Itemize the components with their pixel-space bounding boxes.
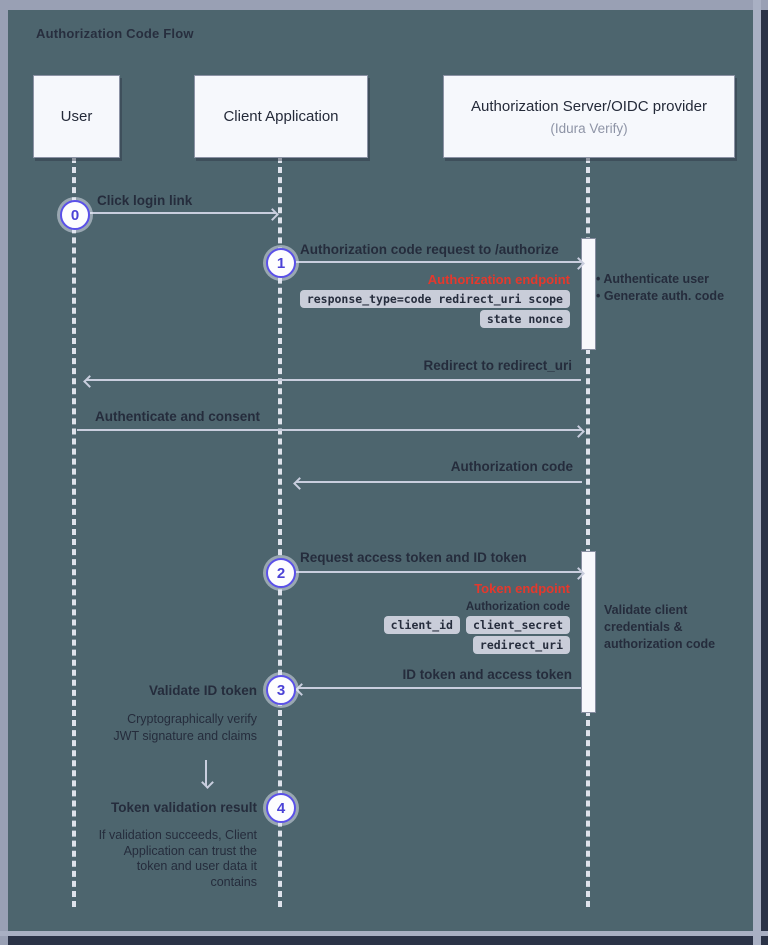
message-redirect: Redirect to redirect_uri xyxy=(423,358,572,373)
server-actions-note: • Authenticate user • Generate auth. cod… xyxy=(596,271,724,305)
actor-box-user: User xyxy=(33,75,120,158)
window-frame-right xyxy=(753,0,761,945)
label-token-endpoint: Token endpoint xyxy=(474,581,570,596)
trust-note: If validation succeeds, Client Applicati… xyxy=(98,828,257,889)
lifeline-server xyxy=(586,157,590,907)
lifeline-client xyxy=(278,157,282,907)
server-action-generate-code: • Generate auth. code xyxy=(596,289,725,303)
diagram-title: Authorization Code Flow xyxy=(36,26,194,41)
actor-label-server: Authorization Server/OIDC provider xyxy=(471,97,707,115)
message-auth-code-request: Authorization code request to /authorize xyxy=(300,242,559,257)
param-pill-redirect-uri: redirect_uri xyxy=(472,636,570,654)
param-pill-response-type: response_type=code redirect_uri scope xyxy=(299,290,570,308)
param-pill-client-secret: client_secret xyxy=(465,616,570,634)
params-row-2: state nonce xyxy=(479,310,570,328)
step-circle-0: 0 xyxy=(60,200,90,230)
step-circle-4: 4 xyxy=(266,793,296,823)
actor-label-user: User xyxy=(60,108,93,125)
step-circle-3: 3 xyxy=(266,675,296,705)
server-validate-note: Validate client credentials & authorizat… xyxy=(604,603,716,651)
arrow-authorization-code xyxy=(293,476,582,490)
step-circle-1: 1 xyxy=(266,248,296,278)
window-frame-top xyxy=(0,0,768,10)
param-pill-client-id: client_id xyxy=(383,616,460,634)
actor-sublabel-server: (Idura Verify) xyxy=(550,120,628,136)
window-frame-left xyxy=(0,0,8,945)
params-row-1: response_type=code redirect_uri scope xyxy=(299,290,570,308)
message-authorization-code: Authorization code xyxy=(450,459,573,474)
activation-bar-authorize xyxy=(581,238,596,350)
label-authorization-endpoint: Authorization endpoint xyxy=(427,272,570,287)
arrow-validation-flow xyxy=(200,760,214,789)
actor-label-client: Client Application xyxy=(223,108,339,125)
diagram-canvas xyxy=(8,10,753,931)
arrow-consent xyxy=(77,424,585,438)
arrow-click-login xyxy=(90,207,279,221)
message-id-token: ID token and access token xyxy=(402,667,572,682)
lifeline-user xyxy=(72,157,76,907)
activation-bar-token xyxy=(581,551,596,713)
arrow-id-token xyxy=(295,682,581,696)
arrow-auth-code-request xyxy=(296,256,585,270)
param-pill-state-nonce: state nonce xyxy=(479,310,570,328)
token-params-row-1: client_id client_secret xyxy=(383,616,570,634)
actor-box-client: Client Application xyxy=(194,75,368,158)
actor-box-server: Authorization Server/OIDC provider (Idur… xyxy=(443,75,735,158)
arrow-redirect xyxy=(83,374,581,388)
message-token-validation-result: Token validation result xyxy=(110,800,257,815)
message-request-tokens: Request access token and ID token xyxy=(300,550,527,565)
step-circle-2: 2 xyxy=(266,558,296,588)
message-consent: Authenticate and consent xyxy=(95,409,261,424)
arrow-request-tokens xyxy=(296,566,585,580)
label-auth-code-param: Authorization code xyxy=(465,601,570,613)
message-click-login: Click login link xyxy=(97,193,193,208)
server-action-authenticate: • Authenticate user xyxy=(596,272,709,286)
message-validate-id-token: Validate ID token xyxy=(148,683,257,698)
token-params-row-2: redirect_uri xyxy=(472,636,570,654)
verify-note: Cryptographically verify JWT signature a… xyxy=(113,712,257,743)
window-frame-bottom xyxy=(0,931,768,936)
